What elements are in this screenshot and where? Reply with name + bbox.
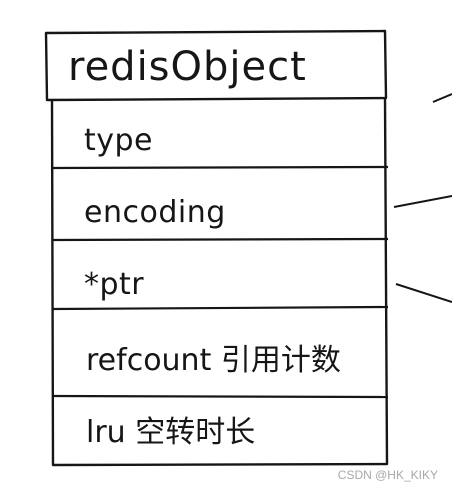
connector-line-top [432,93,452,103]
field-refcount: refcount 引用计数 [86,343,341,378]
field-encoding: encoding [84,195,226,230]
divider-ptr [52,305,389,311]
field-ptr: *ptr [84,267,144,302]
connector-line-encoding [393,195,452,208]
field-type: type [84,123,153,158]
field-lru: lru 空转时长 [86,415,255,450]
connector-line-ptr [395,283,452,303]
diagram-title: redisObject [68,44,307,90]
divider-encoding [52,237,389,242]
watermark: CSDN @HK_KIKY [337,468,438,482]
divider-type [52,165,389,170]
struct-body [50,97,389,467]
divider-refcount [52,394,389,399]
